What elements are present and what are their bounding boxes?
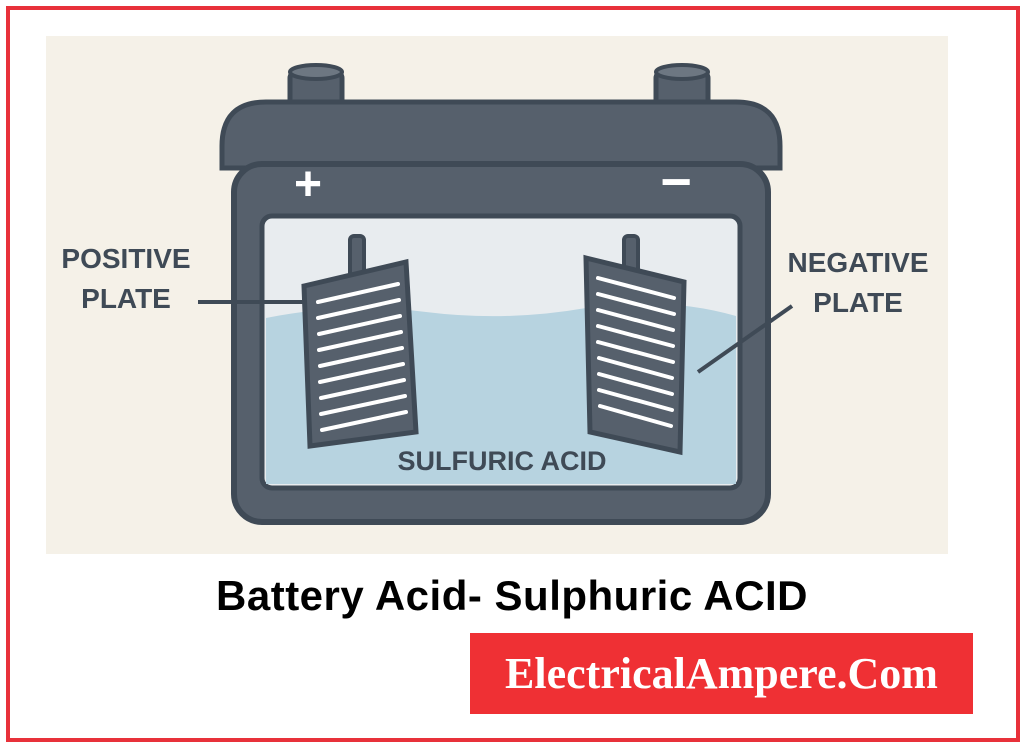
positive-plate — [301, 234, 419, 449]
negative-plate-label-line2: PLATE — [813, 287, 903, 318]
battery-diagram: + − — [46, 36, 948, 554]
brand-text: ElectricalAmpere.Com — [505, 649, 938, 698]
battery-lid — [219, 99, 783, 171]
positive-plate-label-line2: PLATE — [81, 283, 171, 314]
brand-banner: ElectricalAmpere.Com — [470, 633, 973, 714]
negative-symbol: − — [660, 152, 692, 212]
negative-plate — [583, 234, 687, 456]
negative-plate-label-line1: NEGATIVE — [787, 247, 928, 278]
positive-plate-label-line1: POSITIVE — [61, 243, 190, 274]
sulfuric-acid-label: SULFURIC ACID — [398, 446, 607, 476]
negative-plate-leader — [696, 304, 794, 374]
caption-title: Battery Acid- Sulphuric ACID — [216, 572, 808, 619]
positive-symbol: + — [294, 158, 322, 211]
